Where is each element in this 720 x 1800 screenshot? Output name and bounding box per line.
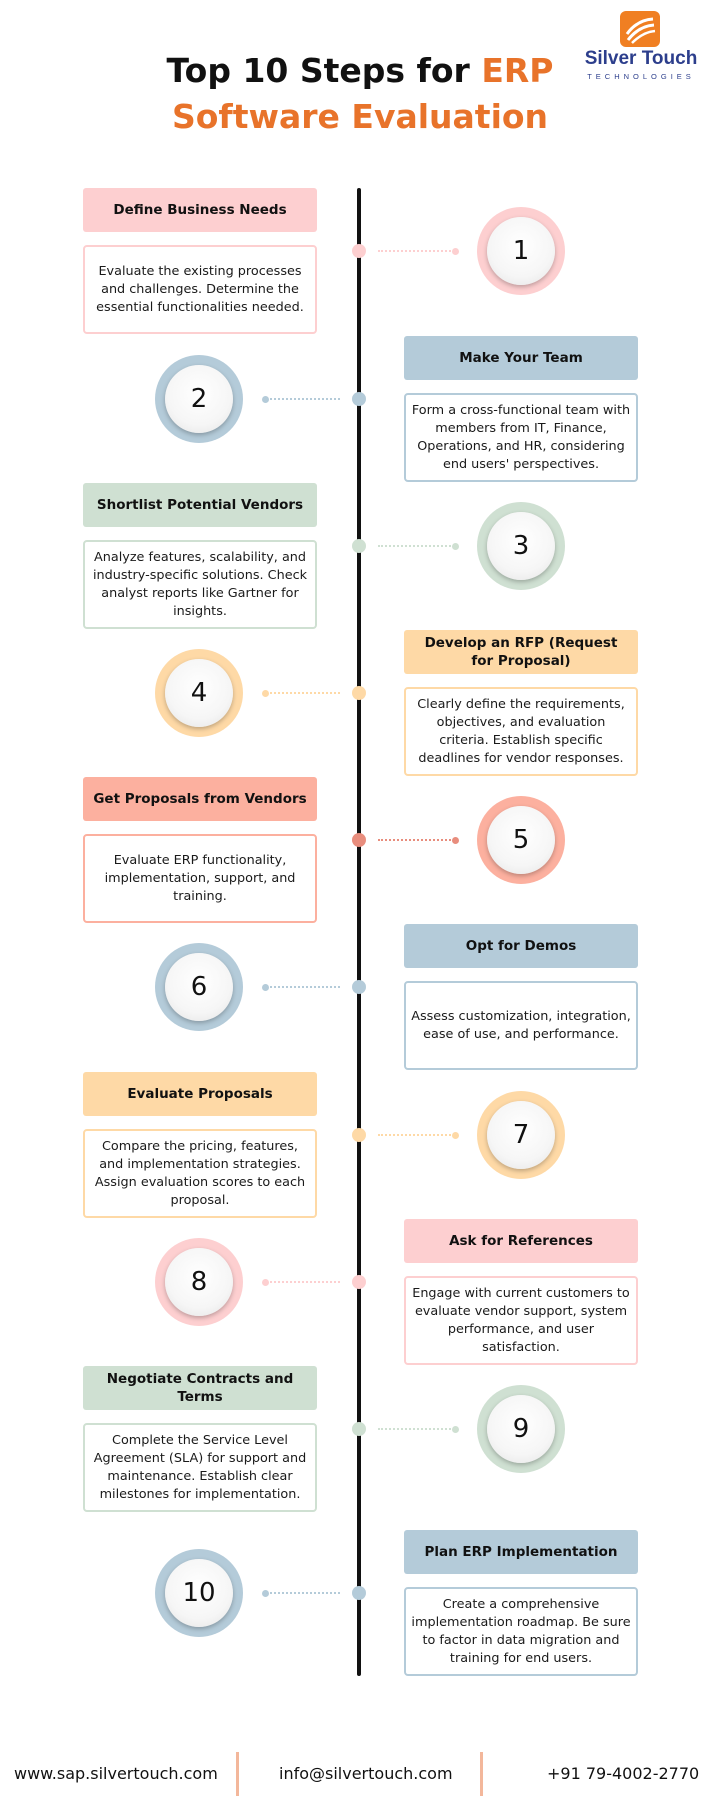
title-line-1: Top 10 Steps for ERP xyxy=(100,48,620,94)
connector-end-dot xyxy=(452,247,459,255)
step-number: 4 xyxy=(165,659,233,727)
step-number: 3 xyxy=(487,512,555,580)
footer-phone[interactable]: +91 79-4002-2770 xyxy=(547,1764,700,1783)
footer-divider xyxy=(480,1752,483,1796)
step-title: Negotiate Contracts and Terms xyxy=(83,1366,317,1410)
connector-end-dot xyxy=(452,1425,459,1433)
step-number: 5 xyxy=(487,806,555,874)
timeline-dot xyxy=(352,1586,366,1600)
connector-end-dot xyxy=(262,1589,269,1597)
timeline-dot xyxy=(352,1128,366,1142)
step-connector xyxy=(266,1592,340,1594)
connector-end-dot xyxy=(452,542,459,550)
title-accent: ERP xyxy=(481,51,554,90)
connector-end-dot xyxy=(262,1278,269,1286)
step-number: 10 xyxy=(165,1559,233,1627)
step-number: 8 xyxy=(165,1248,233,1316)
step-connector xyxy=(266,398,340,400)
step-number-badge: 3 xyxy=(477,502,565,590)
timeline-line xyxy=(357,188,361,1676)
silver-touch-logo-icon xyxy=(620,11,660,47)
step-number: 1 xyxy=(487,217,555,285)
title-line-2: Software Evaluation xyxy=(171,97,549,136)
step-number: 6 xyxy=(165,953,233,1021)
timeline-dot xyxy=(352,539,366,553)
timeline-dot xyxy=(352,244,366,258)
timeline-dot xyxy=(352,686,366,700)
footer-website[interactable]: www.sap.silvertouch.com xyxy=(14,1764,218,1783)
step-title: Ask for References xyxy=(404,1219,638,1263)
step-connector xyxy=(266,692,340,694)
step-title: Develop an RFP (Request for Proposal) xyxy=(404,630,638,674)
step-description: Clearly define the requirements, objecti… xyxy=(404,687,638,776)
timeline-dot xyxy=(352,980,366,994)
step-connector xyxy=(378,1428,455,1430)
logo-name: Silver Touch xyxy=(584,48,698,69)
footer-divider xyxy=(236,1752,239,1796)
step-description: Form a cross-functional team with member… xyxy=(404,393,638,482)
company-logo[interactable]: Silver Touch TECHNOLOGIES xyxy=(566,8,716,81)
step-number: 7 xyxy=(487,1101,555,1169)
step-description: Evaluate ERP functionality, implementati… xyxy=(83,834,317,923)
connector-end-dot xyxy=(452,1131,459,1139)
connector-end-dot xyxy=(262,395,269,403)
step-description: Evaluate the existing processes and chal… xyxy=(83,245,317,334)
page-title: Top 10 Steps for ERP Software Evaluation xyxy=(100,48,620,140)
step-number-badge: 1 xyxy=(477,207,565,295)
connector-end-dot xyxy=(262,689,269,697)
step-number-badge: 4 xyxy=(155,649,243,737)
step-description: Create a comprehensive implementation ro… xyxy=(404,1587,638,1676)
step-title: Plan ERP Implementation xyxy=(404,1530,638,1574)
step-description: Engage with current customers to evaluat… xyxy=(404,1276,638,1365)
footer-email[interactable]: info@silvertouch.com xyxy=(279,1764,453,1783)
timeline-dot xyxy=(352,1275,366,1289)
step-connector xyxy=(378,839,455,841)
step-number-badge: 9 xyxy=(477,1385,565,1473)
timeline-dot xyxy=(352,833,366,847)
timeline-step: Develop an RFP (Request for Proposal) Cle… xyxy=(0,630,720,790)
step-connector xyxy=(378,1134,455,1136)
title-plain: Top 10 Steps for xyxy=(166,51,482,90)
step-number-badge: 6 xyxy=(155,943,243,1031)
step-number: 2 xyxy=(165,365,233,433)
timeline-dot xyxy=(352,1422,366,1436)
step-title: Shortlist Potential Vendors xyxy=(83,483,317,527)
step-title: Evaluate Proposals xyxy=(83,1072,317,1116)
step-title: Define Business Needs xyxy=(83,188,317,232)
logo-subtitle: TECHNOLOGIES xyxy=(587,72,695,81)
step-title: Opt for Demos xyxy=(404,924,638,968)
step-connector xyxy=(266,986,340,988)
step-number-badge: 10 xyxy=(155,1549,243,1637)
step-description: Compare the pricing, features, and imple… xyxy=(83,1129,317,1218)
connector-end-dot xyxy=(262,983,269,991)
step-connector xyxy=(266,1281,340,1283)
footer: www.sap.silvertouch.com info@silvertouch… xyxy=(0,1750,720,1800)
step-title: Get Proposals from Vendors xyxy=(83,777,317,821)
step-number-badge: 5 xyxy=(477,796,565,884)
step-number-badge: 8 xyxy=(155,1238,243,1326)
step-number-badge: 7 xyxy=(477,1091,565,1179)
step-connector xyxy=(378,545,455,547)
step-connector xyxy=(378,250,455,252)
step-title: Make Your Team xyxy=(404,336,638,380)
step-description: Analyze features, scalability, and indus… xyxy=(83,540,317,629)
step-number: 9 xyxy=(487,1395,555,1463)
step-description: Assess customization, integration, ease … xyxy=(404,981,638,1070)
step-number-badge: 2 xyxy=(155,355,243,443)
connector-end-dot xyxy=(452,836,459,844)
step-description: Complete the Service Level Agreement (SL… xyxy=(83,1423,317,1512)
timeline-dot xyxy=(352,392,366,406)
